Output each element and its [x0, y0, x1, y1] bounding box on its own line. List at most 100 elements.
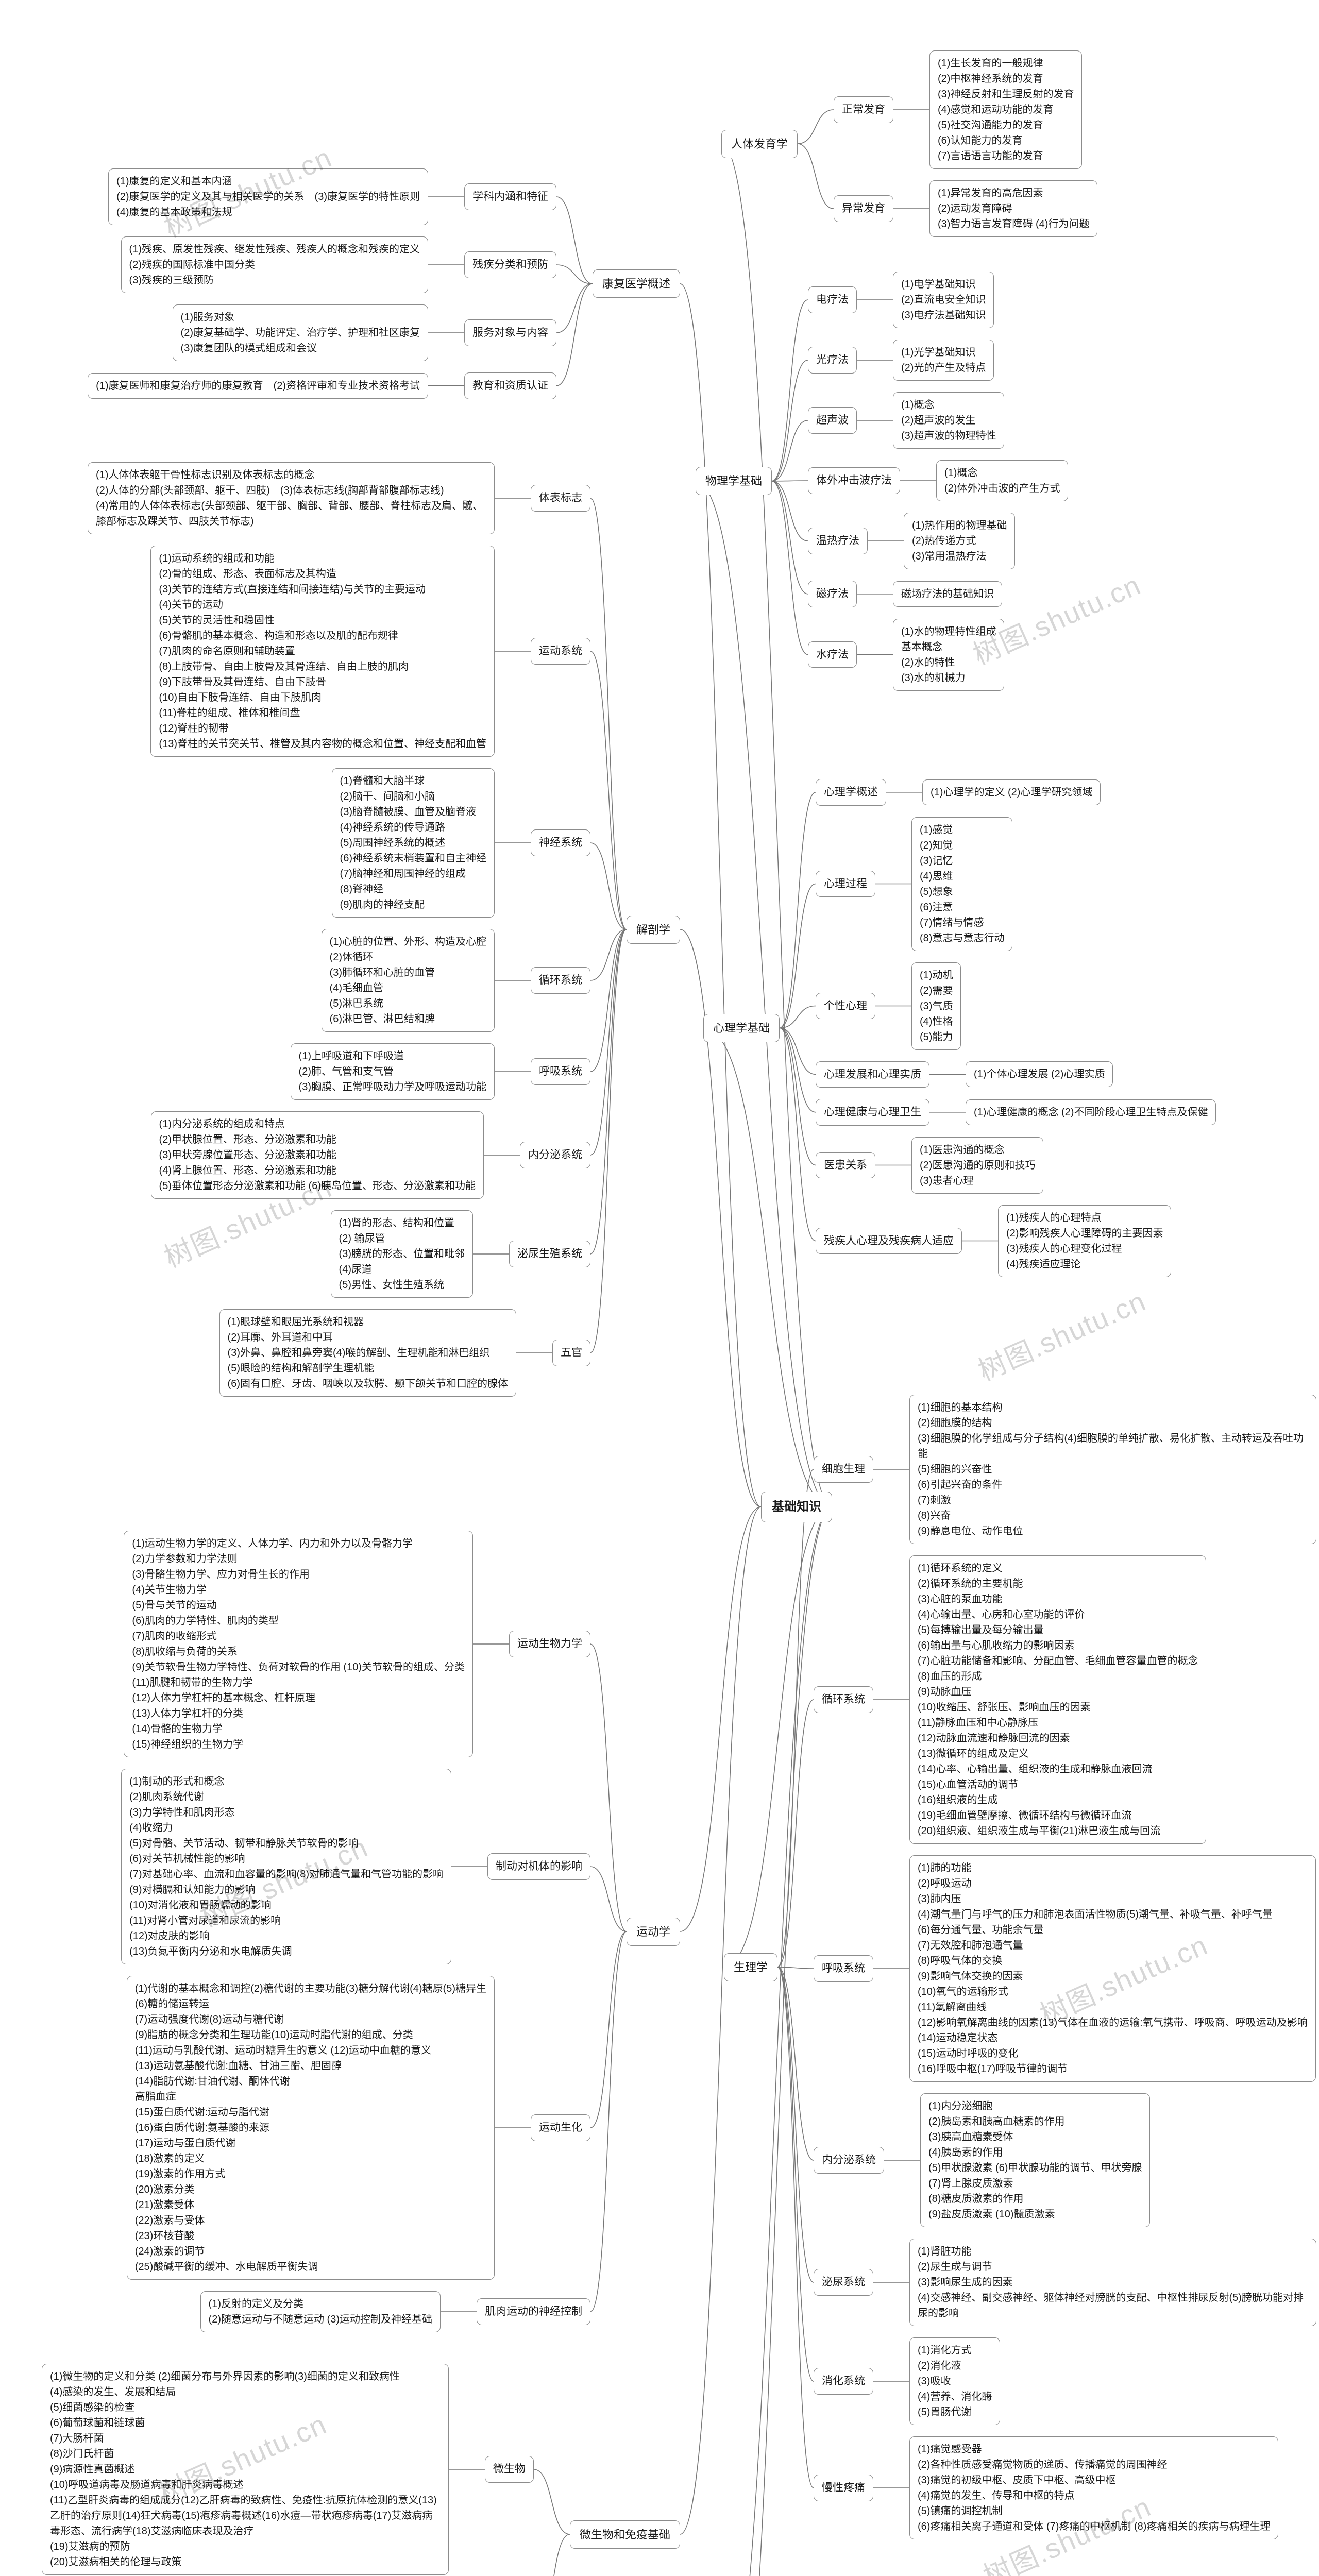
- leaf-node[interactable]: (1)肾的形态、结构和位置(2) 输尿管(3)膀胱的形态、位置和毗邻(4)尿道(…: [330, 1210, 473, 1298]
- topic-node[interactable]: 循环系统: [530, 967, 590, 994]
- topic-node[interactable]: 残疾分类和预防: [464, 251, 556, 278]
- topic-node[interactable]: 教育和资质认证: [464, 372, 556, 399]
- root-node[interactable]: 基础知识: [761, 1492, 832, 1522]
- leaf-node[interactable]: (1)眼球壁和眼屈光系统和视器(2)耳廓、外耳道和中耳(3)外鼻、鼻腔和鼻旁窦(…: [219, 1309, 516, 1397]
- leaf-node[interactable]: (1)上呼吸道和下呼吸道(2)肺、气管和支气管(3)胸膜、正常呼吸动力学及呼吸运…: [290, 1043, 495, 1100]
- leaf-node[interactable]: (1)康复医师和康复治疗师的康复教育 (2)资格评审和专业技术资格考试: [88, 372, 428, 399]
- leaf-node[interactable]: (1)水的物理特性组成基本概念(2)水的特性(3)水的机械力: [893, 618, 1005, 691]
- topic-node[interactable]: 运动生化: [530, 2114, 590, 2141]
- topic-node[interactable]: 内分泌系统: [814, 2147, 885, 2174]
- leaf-node[interactable]: (1)心理学的定义 (2)心理学研究领域: [922, 779, 1101, 805]
- topic-node[interactable]: 消化系统: [814, 2368, 874, 2395]
- leaf-node[interactable]: (1)人体体表躯干骨性标志识别及体表标志的概念(2)人体的分部(头部颈部、躯干、…: [87, 462, 495, 534]
- topic-node[interactable]: 异常发育: [834, 195, 894, 222]
- leaf-node[interactable]: (1)肾脏功能(2)尿生成与调节(3)影响尿生成的因素(4)交感神经、副交感神经…: [909, 2239, 1317, 2326]
- leaf-node[interactable]: (1)概念(2)超声波的发生(3)超声波的物理特性: [893, 392, 1005, 449]
- topic-node[interactable]: 运动生物力学: [509, 1631, 590, 1657]
- topic-node[interactable]: 体外冲击波疗法: [808, 467, 901, 494]
- leaf-node[interactable]: (1)循环系统的定义(2)循环系统的主要机能(3)心脏的泵血功能(4)心输出量、…: [909, 1555, 1207, 1844]
- topic-node[interactable]: 细胞生理: [814, 1456, 874, 1483]
- topic-node[interactable]: 呼吸系统: [814, 1955, 874, 1982]
- topic-node[interactable]: 学科内涵和特征: [464, 183, 556, 210]
- children-group: (1)内分泌系统的组成和特点(2)甲状腺位置、形态、分泌激素和功能(3)甲状旁腺…: [150, 1111, 484, 1199]
- topic-node[interactable]: 服务对象与内容: [464, 319, 556, 346]
- leaf-node[interactable]: (1)微生物的定义和分类 (2)细菌分布与外界因素的影响(3)细菌的定义和致病性…: [41, 2364, 449, 2575]
- leaf-node[interactable]: (1)残疾人的心理特点(2)影响残疾人心理障碍的主要因素(3)残疾人的心理变化过…: [998, 1205, 1172, 1277]
- leaf-node[interactable]: (1)代谢的基本概念和调控(2)糖代谢的主要功能(3)糖分解代谢(4)糖原(5)…: [126, 1976, 495, 2280]
- topic-node[interactable]: 光疗法: [808, 347, 857, 374]
- leaf-node[interactable]: (1)光学基础知识(2)光的产生及特点: [893, 340, 994, 381]
- topic-node[interactable]: 五官: [552, 1340, 590, 1366]
- leaf-node[interactable]: (1)痛觉感受器(2)各种性质感受痛觉物质的递质、传播痛觉的周围神经(3)痛觉的…: [909, 2436, 1279, 2539]
- topic-node[interactable]: 慢性疼痛: [814, 2475, 874, 2501]
- branch-node[interactable]: 生理学: [724, 1953, 778, 1981]
- leaf-node[interactable]: (1)异常发育的高危因素(2)运动发育障碍(3)智力语言发育障碍 (4)行为问题: [929, 180, 1098, 237]
- topic-node[interactable]: 心理发展和心理实质: [816, 1061, 930, 1088]
- leaf-line: (1)循环系统的定义: [918, 1563, 1003, 1574]
- topic-label: 体表标志: [538, 492, 582, 504]
- branch-node[interactable]: 解剖学: [626, 915, 680, 944]
- branch-node[interactable]: 心理学基础: [703, 1013, 780, 1042]
- branch-node[interactable]: 物理学基础: [696, 467, 772, 496]
- topic-node[interactable]: 正常发育: [834, 96, 894, 123]
- topic-node[interactable]: 内分泌系统: [519, 1142, 590, 1168]
- leaf-node[interactable]: (1)消化方式(2)消化液(3)吸收(4)营养、消化酶(5)胃肠代谢: [909, 2337, 1001, 2425]
- topic-node[interactable]: 循环系统: [814, 1686, 874, 1713]
- topic-node[interactable]: 呼吸系统: [530, 1058, 590, 1085]
- topic-node[interactable]: 微生物: [484, 2456, 534, 2483]
- leaf-node[interactable]: (1)医患沟通的概念(2)医患沟通的原则和技巧(3)患者心理: [911, 1137, 1044, 1194]
- topic-node[interactable]: 体表标志: [530, 485, 590, 512]
- leaf-node[interactable]: (1)细胞的基本结构(2)细胞膜的结构(3)细胞膜的化学组成与分子结构(4)细胞…: [909, 1395, 1317, 1544]
- leaf-node[interactable]: (1)脊髓和大脑半球(2)脑干、间脑和小脑(3)脑脊髓被膜、血管及脑脊液(4)神…: [331, 768, 495, 918]
- topic-label: 循环系统: [822, 1693, 866, 1706]
- children-group: (1)电学基础知识(2)直流电安全知识(3)电疗法基础知识: [893, 272, 994, 328]
- branch-node[interactable]: 人体发育学: [721, 129, 798, 158]
- topic-node[interactable]: 水疗法: [808, 641, 857, 668]
- topic-node[interactable]: 超声波: [808, 407, 857, 434]
- topic-node[interactable]: 医患关系: [816, 1151, 876, 1179]
- leaf-line: (2)肌肉系统代谢: [129, 1791, 204, 1803]
- node-row: 细胞生理 (1)细胞的基本结构(2)细胞膜的结构(3)细胞膜的化学组成与分子结构(…: [814, 1395, 1317, 1544]
- leaf-node[interactable]: (1)肺的功能(2)呼吸运动(3)肺内压(4)潮气量门与呼气的压力和肺泡表面活性…: [909, 1855, 1316, 2082]
- leaf-node[interactable]: (1)运动生物力学的定义、人体力学、内力和外力以及骨骼力学(2)力学参数和力学法…: [124, 1531, 473, 1757]
- leaf-node[interactable]: (1)个体心理发展 (2)心理实质: [966, 1061, 1113, 1088]
- topic-node[interactable]: 磁疗法: [808, 581, 857, 607]
- topic-node[interactable]: 肌肉运动的神经控制: [476, 2298, 590, 2325]
- branch-node[interactable]: 运动学: [626, 1917, 680, 1946]
- branch-node[interactable]: 微生物和免疫基础: [569, 2520, 680, 2549]
- leaf-node[interactable]: (1)反射的定义及分类(2)随意运动与不随意运动 (3)运动控制及神经基础: [200, 2291, 441, 2332]
- topic-node[interactable]: 个性心理: [816, 992, 876, 1020]
- leaf-line: (3)常用温热疗法: [912, 551, 987, 562]
- leaf-line: (2)水的特性: [901, 656, 955, 668]
- leaf-node[interactable]: (1)心脏的位置、外形、构造及心腔(2)体循环(3)肺循环和心脏的血管(4)毛细…: [321, 929, 495, 1032]
- topic-node[interactable]: 制动对机体的影响: [487, 1853, 590, 1880]
- leaf-node[interactable]: (1)生长发育的一般规律(2)中枢神经系统的发育(3)神经反射和生理反射的发育(…: [929, 50, 1083, 169]
- topic-node[interactable]: 残疾人心理及残疾病人适应: [816, 1227, 962, 1255]
- node-row: (1)运动生物力学的定义、人体力学、内力和外力以及骨骼力学(2)力学参数和力学法…: [124, 1531, 590, 1757]
- topic-node[interactable]: 运动系统: [530, 638, 590, 665]
- leaf-node[interactable]: (1)内分泌细胞(2)胰岛素和胰高血糖素的作用(3)胰高血糖素受体(4)胰岛素的…: [920, 2093, 1151, 2227]
- topic-node[interactable]: 泌尿系统: [814, 2269, 874, 2296]
- topic-node[interactable]: 心理过程: [816, 870, 876, 897]
- leaf-node[interactable]: 磁场疗法的基础知识: [893, 581, 1003, 607]
- leaf-node[interactable]: (1)内分泌系统的组成和特点(2)甲状腺位置、形态、分泌激素和功能(3)甲状旁腺…: [150, 1111, 484, 1199]
- topic-node[interactable]: 心理健康与心理卫生: [816, 1099, 930, 1126]
- leaf-node[interactable]: (1)运动系统的组成和功能(2)骨的组成、形态、表面标志及其构造(3)关节的连结…: [150, 546, 495, 757]
- topic-node[interactable]: 温热疗法: [808, 528, 868, 554]
- leaf-node[interactable]: (1)残疾、原发性残疾、继发性残疾、残疾人的概念和残疾的定义(2)残疾的国际标准…: [121, 236, 428, 293]
- leaf-node[interactable]: (1)热作用的物理基础(2)热传递方式(3)常用温热疗法: [904, 513, 1016, 569]
- node-row: 消化系统 (1)消化方式(2)消化液(3)吸收(4)营养、消化酶(5)胃肠代谢: [814, 2337, 1001, 2425]
- leaf-node[interactable]: (1)制动的形式和概念(2)肌肉系统代谢(3)力学特性和肌肉形态(4)收缩力(5…: [121, 1769, 451, 1964]
- leaf-node[interactable]: (1)概念(2)体外冲击波的产生方式: [936, 460, 1069, 501]
- topic-node[interactable]: 电疗法: [808, 286, 857, 313]
- leaf-node[interactable]: (1)电学基础知识(2)直流电安全知识(3)电疗法基础知识: [893, 272, 994, 328]
- leaf-node[interactable]: (1)动机(2)需要(3)气质(4)性格(5)能力: [911, 962, 961, 1050]
- leaf-node[interactable]: (1)感觉(2)知觉(3)记忆(4)思维(5)想象(6)注意(7)情绪与情感(8…: [911, 817, 1013, 951]
- topic-node[interactable]: 神经系统: [530, 829, 590, 856]
- topic-node[interactable]: 心理学概述: [816, 779, 887, 806]
- branch-node[interactable]: 康复医学概述: [592, 269, 680, 298]
- leaf-node[interactable]: (1)服务对象(2)康复基础学、功能评定、治疗学、护理和社区康复(3)康复团队的…: [172, 304, 428, 361]
- leaf-node[interactable]: (1)康复的定义和基本内涵(2)康复医学的定义及其与相关医学的关系 (3)康复医…: [108, 168, 428, 225]
- leaf-node[interactable]: (1)心理健康的概念 (2)不同阶段心理卫生特点及保健: [966, 1099, 1216, 1125]
- topic-node[interactable]: 泌尿生殖系统: [509, 1241, 590, 1267]
